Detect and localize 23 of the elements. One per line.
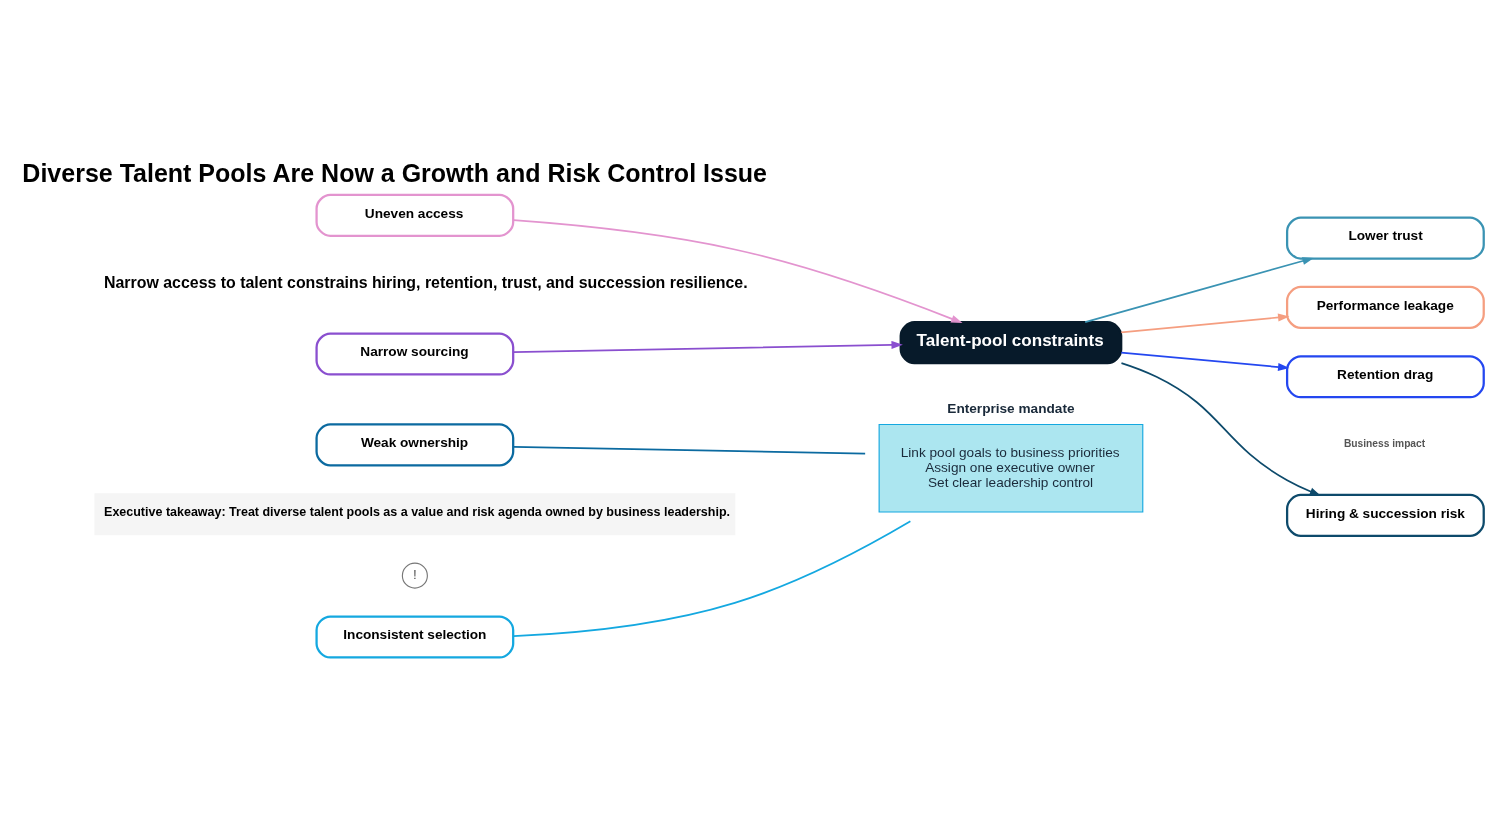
node-box: Talent-pool constraints (899, 320, 1123, 364)
label: ! (412, 566, 417, 582)
connector (512, 519, 912, 637)
arrow (512, 218, 963, 323)
arrow (1120, 351, 1290, 371)
arrow (1120, 361, 1322, 496)
node-box: Narrow sourcing (315, 331, 515, 376)
diagram-title: Diverse Talent Pools Are Now a Growth and Risk Control Issue (22, 158, 767, 187)
arrow (512, 340, 903, 353)
label: Executive takeaway: Treat diverse talent pools as a value and risk agenda owned by business leadership. (104, 504, 731, 519)
node-box: Hiring & succession risk (1286, 493, 1485, 537)
node-box: Retention drag (1286, 354, 1485, 398)
arrow (1120, 313, 1290, 333)
node-box: Lower trust (1286, 216, 1485, 260)
label: Business impact (1343, 437, 1426, 449)
node-box: Performance leakage (1286, 285, 1485, 329)
arrow (1084, 256, 1314, 323)
node-box: Uneven access (315, 193, 515, 237)
node-box: Inconsistent selection (315, 614, 515, 659)
connector (512, 445, 866, 454)
label: Narrow access to talent constrains hiring, retention, trust, and succession resilience. (104, 273, 748, 291)
node-label: Enterprise mandate (947, 400, 1075, 416)
node-box: Weak ownership (315, 422, 515, 467)
